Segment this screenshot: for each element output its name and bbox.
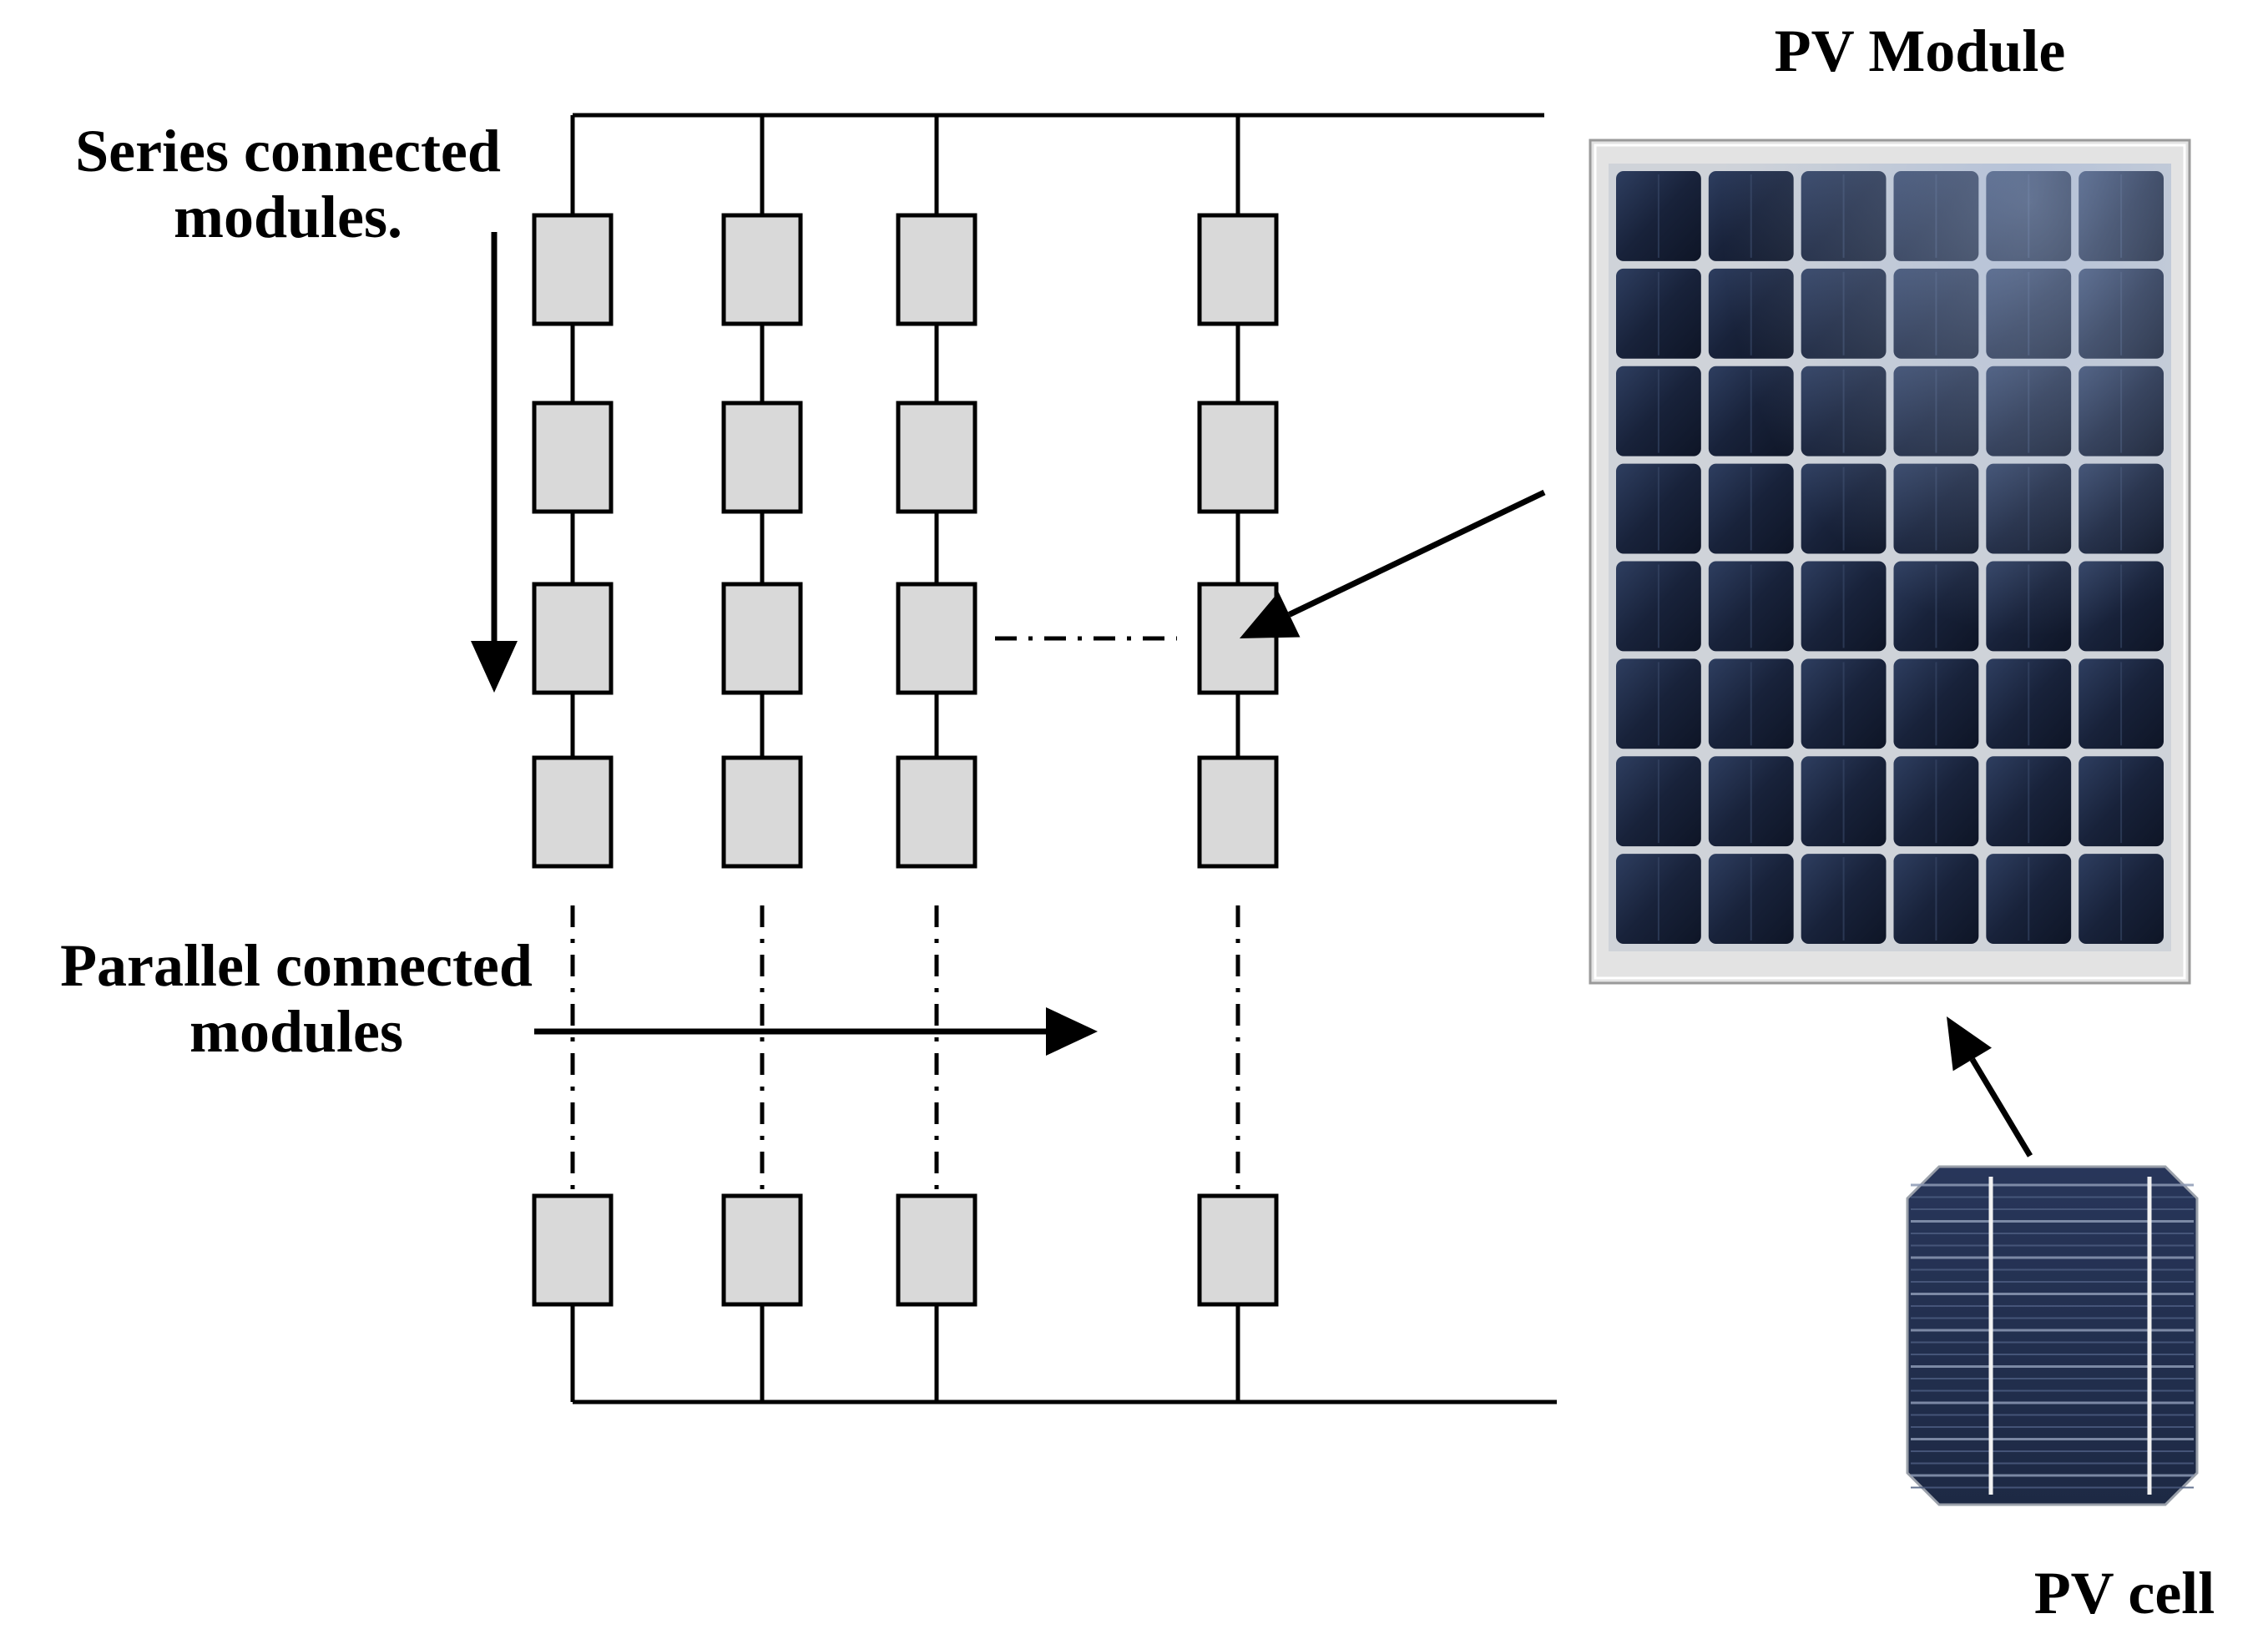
pv-module-box: [532, 582, 614, 695]
parallel-arrow: [534, 1007, 1098, 1056]
series-label-line1: Series connected: [75, 118, 501, 184]
pv-module-box: [721, 755, 803, 869]
pv-module-label: PV Module: [1774, 18, 2066, 84]
pv-module-panel: [1589, 139, 2191, 985]
series-connected-label: Series connected modules.: [17, 118, 559, 251]
parallel-label-line2: modules: [189, 998, 404, 1066]
arrow-shaft: [1969, 1057, 2033, 1157]
series-label-line2: modules.: [173, 184, 403, 251]
module-callout-arrow: [1240, 489, 1546, 638]
pv-module-box: [532, 1193, 614, 1307]
pv-module-box: [721, 401, 803, 514]
panel-shine: [1609, 164, 2171, 951]
panel-frame-highlight: [1594, 144, 2186, 980]
arrow-shaft: [1288, 489, 1546, 618]
pv-cell-label: PV cell: [2033, 1560, 2215, 1626]
pv-cell-image: [1906, 1165, 2199, 1506]
pv-module-box: [721, 213, 803, 326]
arrow-head: [1240, 592, 1301, 638]
wiring: [570, 113, 1557, 1404]
pv-module-box: [896, 213, 977, 326]
pv-module-box: [896, 401, 977, 514]
arrow-head: [1947, 1016, 1992, 1072]
pv-module-box: [721, 1193, 803, 1307]
pv-module-box: [532, 213, 614, 326]
arrows: [471, 232, 2033, 1157]
parallel-label-line1: Parallel connected: [60, 932, 533, 999]
pv-module-box: [532, 401, 614, 514]
pv-module-box: [1197, 755, 1279, 869]
array-modules: [532, 213, 1279, 1307]
cell-callout-arrow: [1947, 1016, 2033, 1157]
pv-module-box: [721, 582, 803, 695]
arrow-head: [471, 641, 518, 693]
pv-module-box: [532, 755, 614, 869]
pv-module-box: [896, 1193, 977, 1307]
pv-module-box: [1197, 582, 1279, 695]
pv-module-box: [1197, 401, 1279, 514]
pv-module-box: [896, 582, 977, 695]
pv-cell-wafer: [1906, 1165, 2199, 1506]
series-arrow: [471, 232, 518, 693]
pv-module-box: [1197, 1193, 1279, 1307]
arrow-head: [1046, 1007, 1098, 1056]
parallel-connected-label: Parallel connected modules: [13, 932, 580, 1066]
pv-module-box: [896, 755, 977, 869]
pv-module-box: [1197, 213, 1279, 326]
